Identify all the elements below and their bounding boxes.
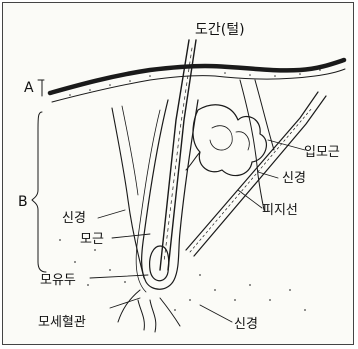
nerve-fiber-left (112, 108, 144, 278)
label-hair-root: 모근 (80, 232, 104, 247)
label-hair-papilla: 모유두 (40, 273, 76, 288)
label-arrector-pili: 입모근 (304, 145, 340, 160)
label-sebaceous-gland: 피지선 (262, 203, 298, 218)
epidermis-boundary (52, 69, 345, 102)
label-capillaries: 모세혈관 (38, 315, 86, 330)
hair-papilla (150, 246, 169, 281)
skin-surface (50, 60, 344, 93)
bracket-a (38, 80, 44, 96)
label-nerve-bottom: 신경 (234, 317, 258, 332)
label-hair-shaft: 도간(털) (195, 22, 245, 38)
label-layer-a: A (24, 80, 34, 96)
hair-shaft (160, 40, 189, 270)
label-layer-b: B (18, 194, 28, 210)
label-nerve-right: 신경 (282, 171, 306, 186)
label-nerve-left: 신경 (62, 211, 86, 226)
dermis-stipple (59, 239, 306, 311)
epidermis-stipple (69, 69, 321, 96)
capillaries (118, 290, 180, 332)
bracket-b (32, 112, 46, 272)
sebaceous-gland (193, 105, 266, 176)
